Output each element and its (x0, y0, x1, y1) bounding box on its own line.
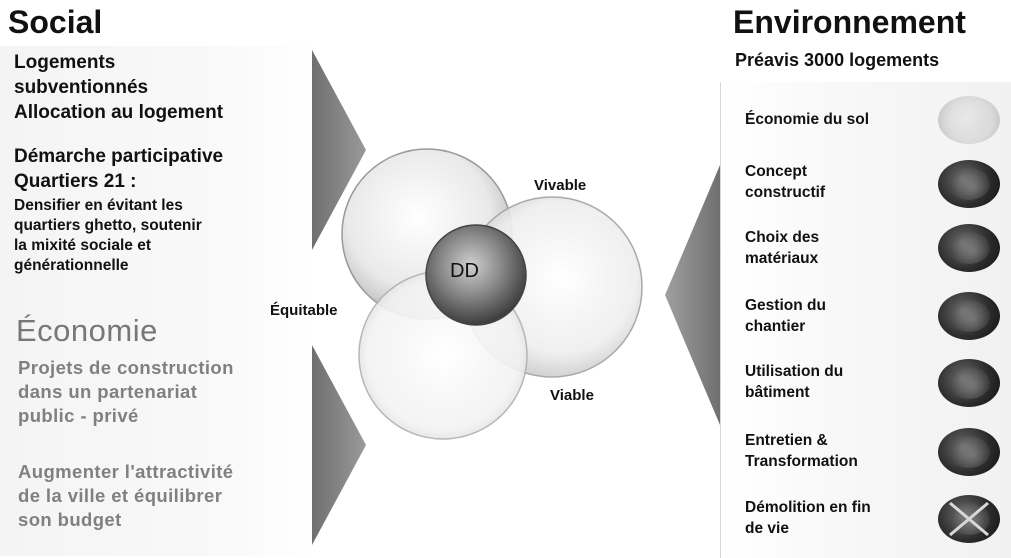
env-item-label: Transformation (745, 453, 858, 470)
economie-line: Projets de construction (18, 357, 234, 378)
economie-title: Économie (16, 313, 158, 348)
viable-label: Viable (550, 387, 594, 404)
dd-label: DD (450, 260, 479, 282)
equitable-label: Équitable (270, 302, 338, 319)
economie-line: public - privé (18, 405, 139, 426)
env-item-label: chantier (745, 318, 806, 335)
economie-arrow-icon (312, 345, 366, 545)
construction-site-icon (938, 292, 1000, 340)
social-title: Social (8, 4, 103, 40)
social-housing-block: Logements subventionnés Allocation au lo… (14, 50, 223, 125)
economie-line: son budget (18, 509, 122, 530)
vivable-label: Vivable (534, 177, 587, 194)
env-item-label: Choix des (745, 229, 820, 246)
environnement-arrow-icon (665, 165, 720, 425)
social-line: Logements (14, 52, 116, 73)
economie-attractivity-block: Augmenter l'attractivité de la ville et … (18, 460, 234, 532)
env-item-label: matériaux (745, 250, 819, 267)
economie-line: Augmenter l'attractivité (18, 461, 234, 482)
building-use-icon (938, 359, 1000, 407)
demolition-icon (938, 495, 1000, 543)
venn-circles (341, 148, 643, 440)
env-item-label: bâtiment (745, 384, 810, 401)
social-line: Densifier en évitant les (14, 197, 183, 214)
social-line: Allocation au logement (14, 102, 224, 123)
env-item-label: Concept (745, 163, 807, 180)
economie-projects-block: Projets de construction dans un partenar… (18, 356, 234, 428)
env-item-label: Démolition en fin (745, 499, 871, 516)
env-item: Démolition en fin de vie (745, 497, 871, 539)
site-plan-icon (938, 96, 1000, 144)
env-item-label: Entretien & (745, 432, 828, 449)
social-line: Démarche participative (14, 146, 224, 167)
env-item: Concept constructif (745, 161, 825, 203)
social-line: générationnelle (14, 257, 129, 274)
env-item: Choix des matériaux (745, 227, 819, 269)
demolition-cross-icon (949, 501, 989, 537)
social-line: la mixité sociale et (14, 237, 151, 254)
left-panel-background (0, 46, 318, 556)
materials-icon (938, 224, 1000, 272)
environnement-subtitle: Préavis 3000 logements (735, 50, 940, 70)
social-densify-block: Densifier en évitant les quartiers ghett… (14, 196, 202, 276)
social-line: quartiers ghetto, soutenir (14, 217, 202, 234)
dd-center-circle (425, 224, 527, 326)
env-item-label: constructif (745, 184, 826, 201)
venn-diagram: DD Vivable Équitable Viable (250, 130, 690, 450)
env-item: Utilisation du bâtiment (745, 361, 843, 403)
env-item-label: Utilisation du (745, 363, 844, 380)
economie-line: de la ville et équilibrer (18, 485, 223, 506)
social-participation-block: Démarche participative Quartiers 21 : (14, 144, 223, 194)
social-line: subventionnés (14, 77, 149, 98)
env-item: Gestion du chantier (745, 295, 826, 337)
building-frame-icon (938, 160, 1000, 208)
environnement-title: Environnement (733, 4, 966, 40)
social-line: Quartiers 21 : (14, 171, 137, 192)
env-item: Économie du sol (745, 109, 869, 130)
env-item-label: de vie (745, 520, 789, 537)
maintenance-icon (938, 428, 1000, 476)
economie-line: dans un partenariat (18, 381, 198, 402)
env-item-label: Économie du sol (745, 111, 870, 128)
env-item-label: Gestion du (745, 297, 826, 314)
env-item: Entretien & Transformation (745, 430, 858, 472)
social-arrow-icon (312, 50, 366, 250)
